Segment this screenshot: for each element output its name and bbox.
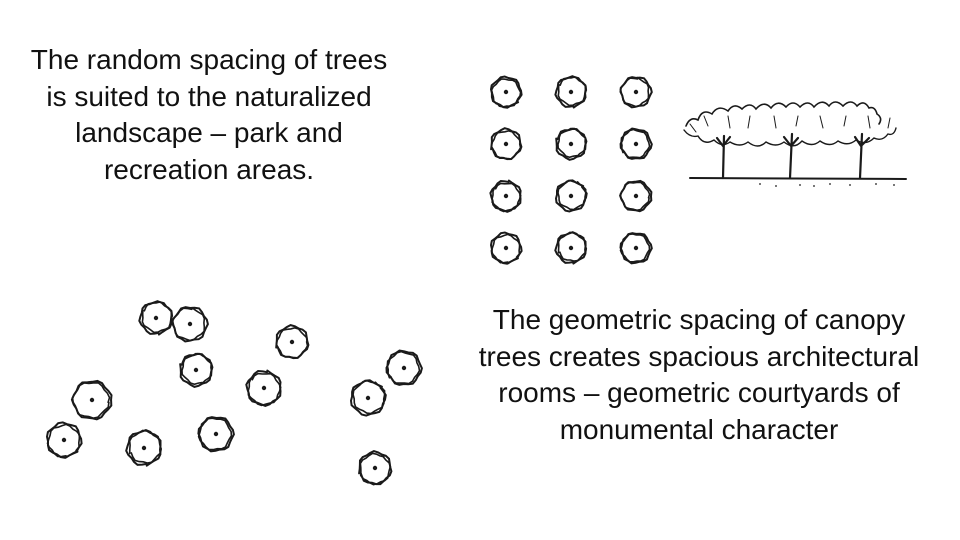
tree-plan-icon [489, 75, 523, 109]
tree-plan-icon [171, 306, 209, 343]
ground-dots [759, 183, 895, 187]
tree-plan-icon [490, 127, 523, 161]
tree-plan-icon [179, 352, 214, 388]
tree-plan-icon [619, 76, 653, 109]
geometric-spacing-caption: The geometric spacing of canopy trees cr… [478, 304, 920, 445]
canopy-outline [683, 101, 897, 147]
tree-plan-icon [554, 179, 588, 213]
tree-elevation-sketch [683, 101, 907, 187]
tree-plan-icon [489, 179, 522, 213]
tree-plan-icon [70, 379, 113, 421]
ground-line [689, 177, 907, 180]
tree-plan-icon [197, 416, 235, 453]
tree-plan-icon [554, 75, 588, 109]
tree-plan-icon [385, 349, 423, 386]
tree-plan-icon [554, 231, 588, 265]
tree-plan-icon [555, 127, 588, 161]
random-spacing-plan-sketch [45, 300, 423, 486]
tree-plan-icon [619, 232, 653, 265]
tree-plan-icon [358, 450, 393, 486]
tree-plan-icon [489, 231, 523, 265]
geometric-grid-plan-sketch [489, 75, 653, 265]
tree-plan-icon [125, 429, 163, 467]
tree-plan-icon [619, 179, 653, 213]
tree-plan-icon [275, 324, 310, 360]
tree-plan-icon [138, 300, 174, 336]
tree-plan-icon [245, 369, 282, 407]
random-spacing-caption: The random spacing of trees is suited to… [30, 44, 388, 185]
tree-trunks [715, 132, 871, 180]
tree-plan-icon [349, 379, 387, 417]
tree-plan-icon [45, 421, 83, 459]
tree-plan-icon [619, 127, 653, 160]
